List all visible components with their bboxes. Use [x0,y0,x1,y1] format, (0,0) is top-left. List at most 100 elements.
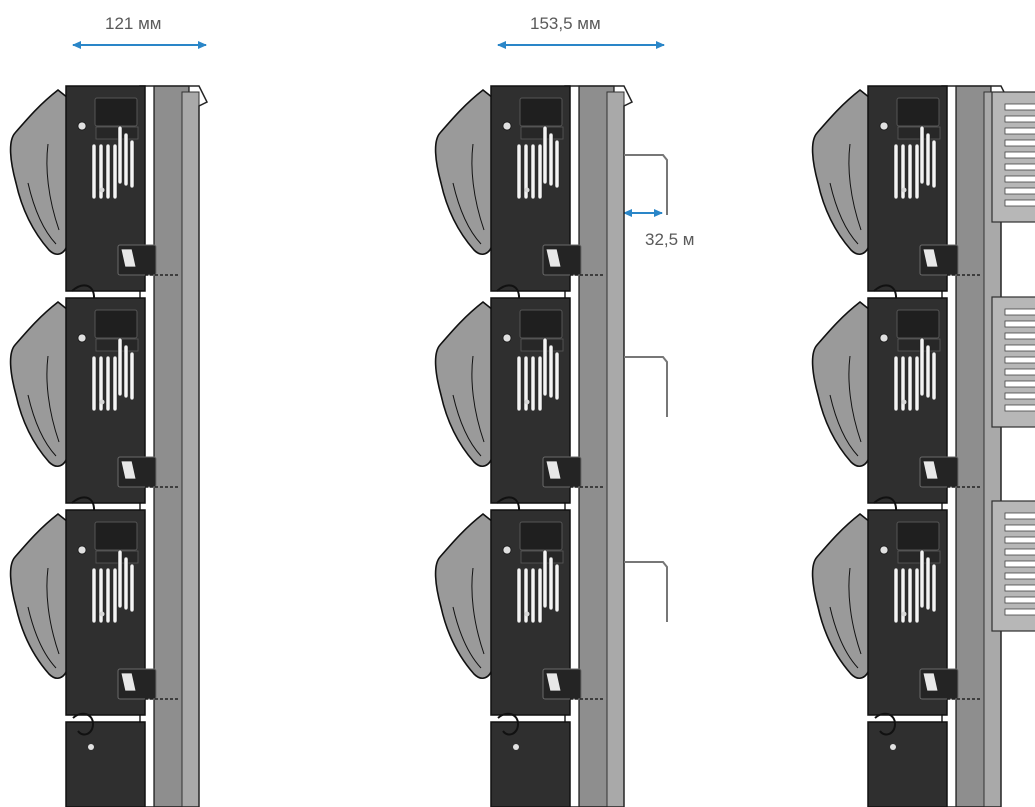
side-vent-slot [117,125,123,185]
vent-slot [112,567,118,624]
small-dot [901,187,907,193]
side-vent-slot [925,344,931,399]
cover-grille-bar [1004,536,1035,544]
vent-slot [523,143,529,200]
base-screw [890,744,896,750]
small-dot [901,611,907,617]
cover-grille-bar [1004,572,1035,580]
handle-body [811,300,871,467]
handle-rib [848,143,862,231]
clip-base [897,126,941,140]
handle-rib [471,355,485,443]
small-dot [99,399,105,405]
side-vent-slot [554,139,560,189]
side-vent-slot [919,549,925,609]
side-vent-slot [925,132,931,187]
side-vent-slot [548,556,554,611]
handle-body [9,88,69,255]
cover-grille-bar [1004,392,1035,400]
cover-grille-bar [1004,404,1035,412]
dimension-153: 153,5 мм [497,14,665,49]
bottom-base [867,721,948,807]
handle-edge [27,182,57,245]
side-vent-slot [554,351,560,401]
vent-slot [98,355,104,412]
cover-grille-bar [1004,368,1035,376]
terminal-screw [545,248,562,268]
clip-base [520,550,564,564]
terminal-screw [120,460,137,480]
clip-base [897,550,941,564]
small-dot [99,611,105,617]
clip-base [95,550,139,564]
bottom-base [490,721,571,807]
cover-grille-bar [1004,115,1035,123]
cover-grille-bar [1004,320,1035,328]
base-screw [513,744,519,750]
vent-slot [900,355,906,412]
terminal-screw [545,460,562,480]
handle-edge [27,394,57,457]
top-clip [519,521,563,551]
terminal-screw [120,672,137,692]
small-dot [524,611,530,617]
dimension-label-121: 121 мм [105,14,161,33]
terminal-screw [922,248,939,268]
vent-slot [516,567,522,624]
handle-rib [848,567,862,655]
side-vent-slot [123,556,129,611]
top-clip [94,309,138,339]
mount-dot [502,545,512,555]
small-dot [524,399,530,405]
mount-dot [77,545,87,555]
vent-slot [516,143,522,200]
side-vent-slot [925,556,931,611]
handle-rib [46,143,60,231]
cover-grille-bar [1004,608,1035,616]
mount-dot [879,121,889,131]
side-vent-slot [919,337,925,397]
cover-grille-bar [1004,163,1035,171]
small-dot [99,187,105,193]
mount-dot [77,121,87,131]
base-hook [874,712,897,736]
vent-slot [893,143,899,200]
handle-rib [471,143,485,231]
clip-base [95,126,139,140]
vent-slot [537,143,543,200]
handle-body [434,300,494,467]
handle-edge [452,606,482,669]
handle-edge [452,182,482,245]
mounting-bracket [624,356,668,417]
vent-slot [98,567,104,624]
cover-grille-bar [1004,548,1035,556]
mount-dot [77,333,87,343]
top-clip [896,521,940,551]
base-hook [72,712,95,736]
dimension-label-153: 153,5 мм [530,14,601,33]
cover-grille-bar [1004,103,1035,111]
side-vent-slot [554,563,560,613]
handle-body [434,88,494,255]
top-clip [519,97,563,127]
handle-body [811,512,871,679]
vent-slot [537,355,543,412]
cover-grille-bar [1004,356,1035,364]
cover-grille-bar [1004,524,1035,532]
device-with-cover [811,85,1035,807]
handle-rib [46,567,60,655]
cover-grille-bar [1004,187,1035,195]
vent-slot [907,567,913,624]
handle-rib [46,355,60,443]
vent-slot [530,355,536,412]
side-vent-slot [129,139,135,189]
mounting-bracket [624,561,668,622]
vent-slot [523,355,529,412]
mount-dot [879,545,889,555]
cover-grille-bar [1004,380,1035,388]
vent-slot [907,143,913,200]
cover-grille-bar [1004,596,1035,604]
vent-slot [105,355,111,412]
mount-dot [879,333,889,343]
